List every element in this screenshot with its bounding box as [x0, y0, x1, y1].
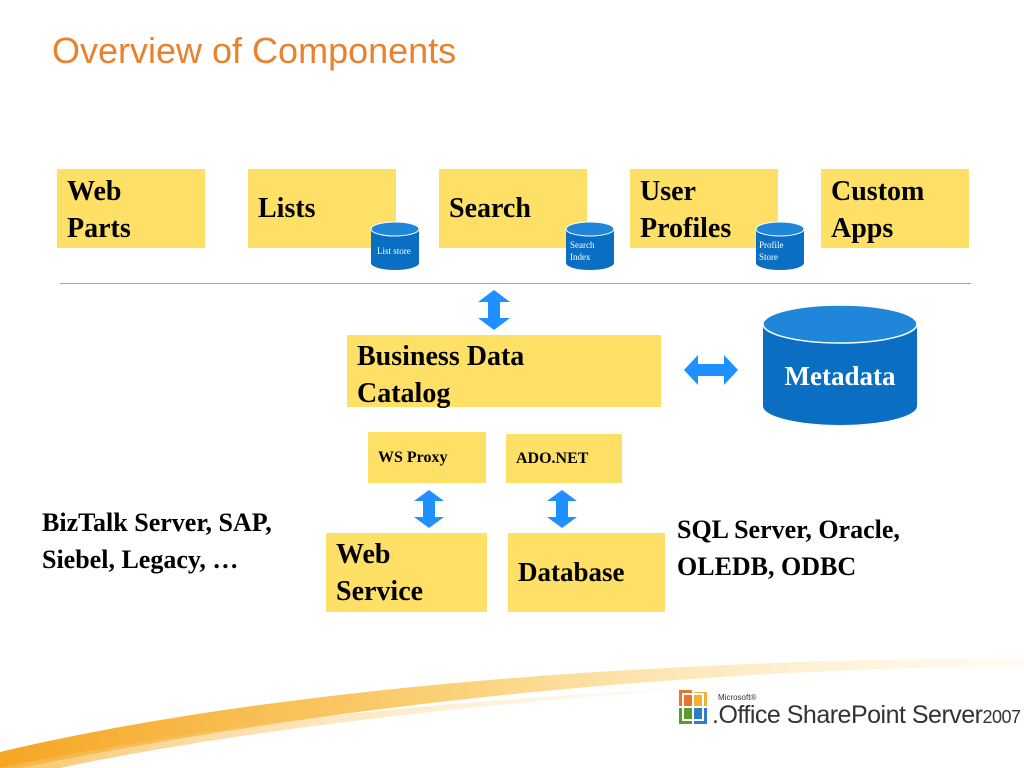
- search-index-line2: Index: [570, 252, 591, 262]
- user-profiles-line1: User: [640, 176, 696, 207]
- web-parts-box: Web Parts: [57, 169, 205, 248]
- search-index-label: Search Index: [565, 239, 615, 263]
- left-sources-text: BizTalk Server, SAP, Siebel, Legacy, …: [42, 504, 272, 578]
- custom-apps-box: Custom Apps: [821, 169, 969, 248]
- metadata-cylinder: Metadata: [762, 304, 918, 426]
- bdc-up-down-arrow-icon: [478, 290, 510, 330]
- logo-microsoft-text: Microsoft®: [718, 693, 757, 702]
- profile-store-line1: Profile: [759, 240, 784, 250]
- list-store-cylinder-icon: [370, 221, 420, 270]
- metadata-left-right-arrow-icon: [684, 355, 738, 385]
- profile-store-cylinder-icon: [755, 221, 805, 270]
- bdc-line1: Business Data: [357, 341, 525, 372]
- list-store-cylinder: List store: [370, 221, 420, 271]
- ado-net-box: ADO.NET: [506, 434, 622, 483]
- custom-apps-line2: Apps: [831, 213, 894, 244]
- ado-net-label: ADO.NET: [516, 449, 589, 467]
- lists-box: Lists: [248, 169, 396, 248]
- lists-label: Lists: [258, 193, 316, 224]
- right-sources-line1: SQL Server, Oracle,: [677, 515, 900, 544]
- web-parts-line2: Parts: [67, 213, 131, 244]
- search-index-line1: Search: [570, 240, 595, 250]
- right-sources-line2: OLEDB, ODBC: [677, 552, 857, 581]
- metadata-cylinder-icon: [762, 304, 918, 425]
- office-logo-icon: [679, 690, 707, 724]
- database-label: Database: [518, 557, 625, 587]
- ws-proxy-label: WS Proxy: [378, 448, 448, 466]
- metadata-label: Metadata: [784, 361, 896, 391]
- web-service-box: Web Service: [326, 533, 487, 612]
- left-sources-line2: Siebel, Legacy, …: [42, 545, 239, 574]
- left-sources-line1: BizTalk Server, SAP,: [42, 508, 272, 537]
- web-service-line1: Web: [336, 539, 391, 570]
- ws-proxy-box: WS Proxy: [368, 432, 486, 483]
- search-label: Search: [449, 193, 531, 224]
- business-data-catalog-box: Business Data Catalog: [347, 335, 661, 409]
- search-index-cylinder: Search Index: [565, 221, 615, 271]
- ws-up-down-arrow-icon: [414, 490, 444, 528]
- search-index-cylinder-icon: [565, 221, 615, 270]
- custom-apps-line1: Custom: [831, 176, 925, 207]
- database-box: Database: [508, 533, 665, 612]
- user-profiles-line2: Profiles: [640, 213, 732, 244]
- bdc-line2: Catalog: [357, 378, 451, 409]
- logo-product-name: .Office SharePoint Server: [712, 701, 983, 729]
- layer-divider: [60, 283, 971, 284]
- user-profiles-box: User Profiles: [630, 169, 778, 248]
- right-sources-text: SQL Server, Oracle, OLEDB, ODBC: [677, 511, 900, 585]
- profile-store-label: Profile Store: [755, 239, 805, 263]
- profile-store-line2: Store: [759, 252, 778, 262]
- web-service-line2: Service: [336, 576, 424, 607]
- list-store-label: List store: [377, 246, 411, 256]
- profile-store-cylinder: Profile Store: [755, 221, 805, 271]
- search-box: Search: [439, 169, 587, 248]
- slide-title: Overview of Components: [52, 30, 457, 71]
- logo-year: 2007: [982, 707, 1022, 727]
- decorative-swoosh: [0, 658, 1024, 768]
- logo-product-text: .Office SharePoint Server2007: [712, 701, 1021, 730]
- web-parts-line1: Web: [67, 176, 122, 207]
- db-up-down-arrow-icon: [547, 490, 577, 528]
